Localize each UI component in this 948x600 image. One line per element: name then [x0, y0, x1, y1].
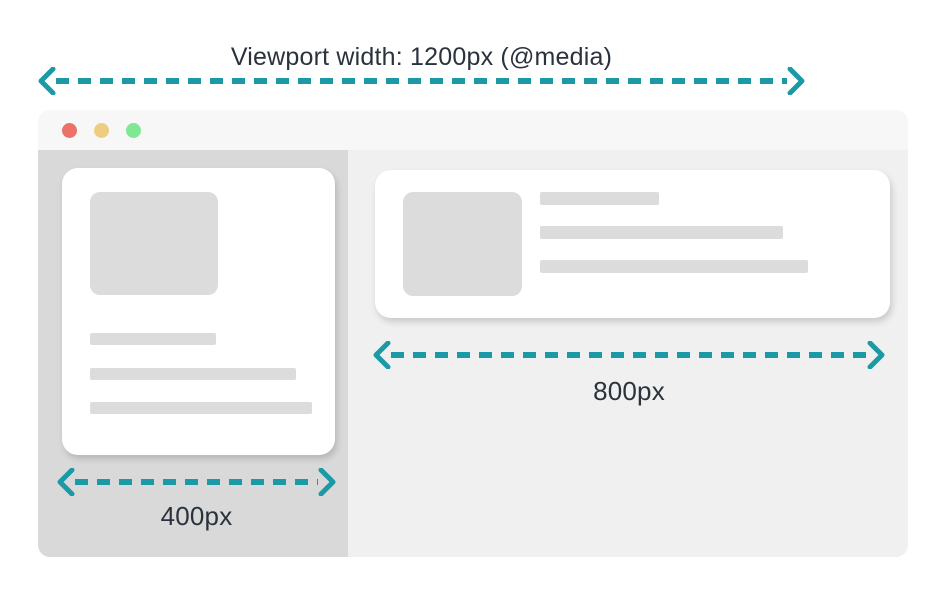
text-line-placeholder: [90, 333, 216, 345]
minimize-dot-icon: [94, 122, 109, 138]
window-content: 400px 800px: [38, 150, 908, 557]
close-dot-icon: [62, 122, 77, 138]
left-column-width-label: 400px: [160, 501, 233, 531]
zoom-dot-icon: [126, 122, 141, 138]
viewport-width-label: Viewport width: 1200px (@media): [230, 43, 613, 71]
text-line-placeholder: [90, 368, 296, 380]
left-column-panel: 400px: [38, 150, 348, 557]
right-column-width-label: 800px: [593, 376, 665, 406]
text-line-placeholder: [540, 260, 808, 273]
left-column-width-dashed-arrow-icon: [57, 468, 336, 496]
browser-window: 400px 800px: [38, 110, 908, 557]
left-content-card: [62, 168, 335, 455]
right-content-card: [375, 170, 890, 318]
text-line-placeholder: [90, 402, 312, 414]
text-line-placeholder: [540, 192, 659, 205]
viewport-width-dashed-arrow-icon: [38, 67, 805, 95]
image-placeholder: [403, 192, 522, 296]
right-column-width-dashed-arrow-icon: [373, 341, 885, 369]
right-column-panel: 800px: [348, 150, 908, 557]
image-placeholder: [90, 192, 218, 295]
window-titlebar: [38, 110, 908, 150]
text-line-placeholder: [540, 226, 783, 239]
